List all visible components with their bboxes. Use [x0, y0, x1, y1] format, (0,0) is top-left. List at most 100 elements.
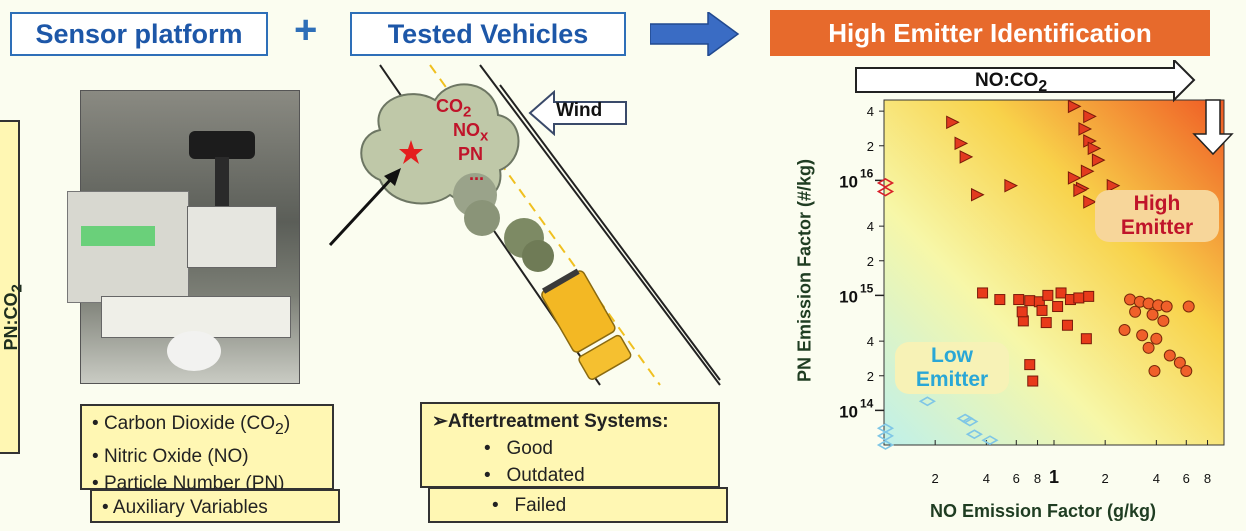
data-point-triangle: [1067, 99, 1082, 114]
data-point-square: [1024, 295, 1036, 307]
data-point-square: [1017, 315, 1029, 327]
y-major-label: 10: [839, 172, 858, 191]
data-point-diamond: [876, 440, 895, 450]
analyzer-device: [67, 191, 189, 303]
data-point-circle: [1136, 329, 1149, 342]
no-co2-arrow-label: NO:CO2: [975, 70, 1048, 95]
x-tick-label: 6: [1183, 471, 1190, 486]
sensor-item-auxiliary-box: • Auxiliary Variables: [90, 489, 340, 523]
data-point-circle: [1150, 332, 1163, 345]
sensor-platform-title: Sensor platform: [35, 18, 243, 49]
sensor-bulb: [167, 331, 221, 371]
data-point-diamond: [876, 186, 895, 197]
data-point-square: [1027, 375, 1039, 387]
data-point-square: [1073, 292, 1085, 304]
data-point-circle: [1124, 293, 1137, 306]
tested-vehicles-title: Tested Vehicles: [387, 18, 589, 49]
y-major-exponent: 16: [860, 166, 874, 180]
wind-label: Wind: [556, 100, 603, 121]
data-point-triangle: [959, 150, 974, 164]
sensor-box: [187, 206, 277, 268]
data-point-square: [1042, 289, 1054, 301]
y-tick-label: 4: [867, 219, 874, 234]
high-emitter-annotation: High Emitter: [1095, 190, 1219, 242]
data-point-circle: [1142, 341, 1155, 354]
aftertreatment-box: ➢Aftertreatment Systems: • Good • Outdat…: [420, 402, 720, 488]
data-point-triangle: [1091, 153, 1106, 167]
exhaust-puff: [522, 240, 554, 272]
no-co2-arrow: [855, 60, 1196, 103]
pn-co2-arrow: [1192, 99, 1234, 156]
right-arrow-icon: [650, 12, 740, 56]
left-axis-label: PN:CO2: [0, 284, 26, 351]
sensor-star-icon: [399, 140, 423, 164]
x-axis-label: NO Emission Factor (g/kg): [930, 501, 1157, 521]
y-tick-label: 2: [867, 139, 874, 154]
data-point-circle: [1146, 308, 1159, 321]
data-point-circle: [1129, 305, 1142, 318]
data-point-square: [977, 287, 989, 299]
data-point-triangle: [1080, 164, 1095, 179]
sensor-platform-photo: [67, 90, 300, 384]
data-point-square: [1052, 301, 1064, 313]
data-point-triangle: [1067, 171, 1082, 185]
data-point-square: [1013, 294, 1025, 306]
data-point-square: [1036, 304, 1048, 316]
high-emitter-id-header: High Emitter Identification: [770, 10, 1210, 56]
aftertreatment-title: ➢Aftertreatment Systems:: [432, 411, 669, 432]
data-point-diamond: [876, 430, 895, 441]
y-tick-label: 2: [867, 254, 874, 269]
road-scene: [328, 64, 721, 386]
high-emitter-id-title: High Emitter Identification: [828, 17, 1152, 48]
sensor-to-plume-arrow: [328, 176, 394, 247]
data-point-triangle: [1106, 178, 1121, 193]
plume-pn-label: PN: [458, 144, 484, 164]
arrowhead-icon: [384, 168, 401, 186]
wind-arrow-icon: [528, 90, 627, 136]
data-point-circle: [1148, 365, 1161, 378]
data-point-diamond: [981, 435, 999, 446]
data-point-square: [1055, 287, 1067, 299]
data-point-triangle: [1078, 122, 1093, 136]
data-point-circle: [1163, 349, 1176, 362]
sensor-item-pn: • Particle Number (PN): [92, 472, 285, 494]
data-point-triangle: [1087, 141, 1102, 156]
x-tick-label: 8: [1034, 471, 1041, 486]
sensor-item-co2: • Carbon Dioxide (CO2): [92, 413, 291, 438]
data-point-diamond: [961, 416, 979, 427]
sensor-item-no: • Nitric Oxide (NO): [92, 445, 249, 467]
sensor-platform-header: Sensor platform: [10, 12, 268, 56]
truck-icon: [541, 268, 632, 380]
plume-ellipsis: ...: [469, 164, 485, 184]
y-major-label: 10: [839, 287, 858, 306]
plus-icon: +: [294, 8, 318, 52]
analyzer-display: [81, 226, 155, 246]
data-point-square: [1083, 290, 1095, 302]
aftertreatment-failed-box: • Failed: [428, 487, 728, 523]
data-point-square: [1016, 306, 1028, 318]
data-point-circle: [1142, 297, 1155, 310]
y-tick-label: 2: [867, 369, 874, 384]
data-point-square: [1080, 333, 1092, 345]
y-major-exponent: 14: [860, 396, 874, 410]
road-edge-right: [499, 84, 721, 381]
x-tick-label: 4: [1153, 471, 1160, 486]
data-point-triangle: [1073, 183, 1087, 198]
x-tick-label: 4: [983, 471, 990, 486]
data-point-triangle: [1004, 178, 1018, 193]
data-point-triangle: [1083, 195, 1097, 209]
exhaust-puff: [464, 200, 500, 236]
plume-nox-label: NOx: [453, 120, 489, 145]
x-tick-label: 2: [1102, 471, 1109, 486]
road-lane-dash: [429, 64, 661, 386]
tested-vehicles-header: Tested Vehicles: [350, 12, 626, 56]
data-point-circle: [1160, 300, 1173, 313]
x-tick-label: 6: [1013, 471, 1020, 486]
data-point-diamond: [965, 429, 983, 440]
sensor-list-box: • Carbon Dioxide (CO2) • Nitric Oxide (N…: [80, 404, 334, 494]
data-point-diamond: [918, 396, 937, 407]
data-point-triangle: [1083, 109, 1097, 124]
y-major-label: 10: [839, 402, 858, 421]
ultrasonic-anemometer-icon: [189, 131, 255, 159]
